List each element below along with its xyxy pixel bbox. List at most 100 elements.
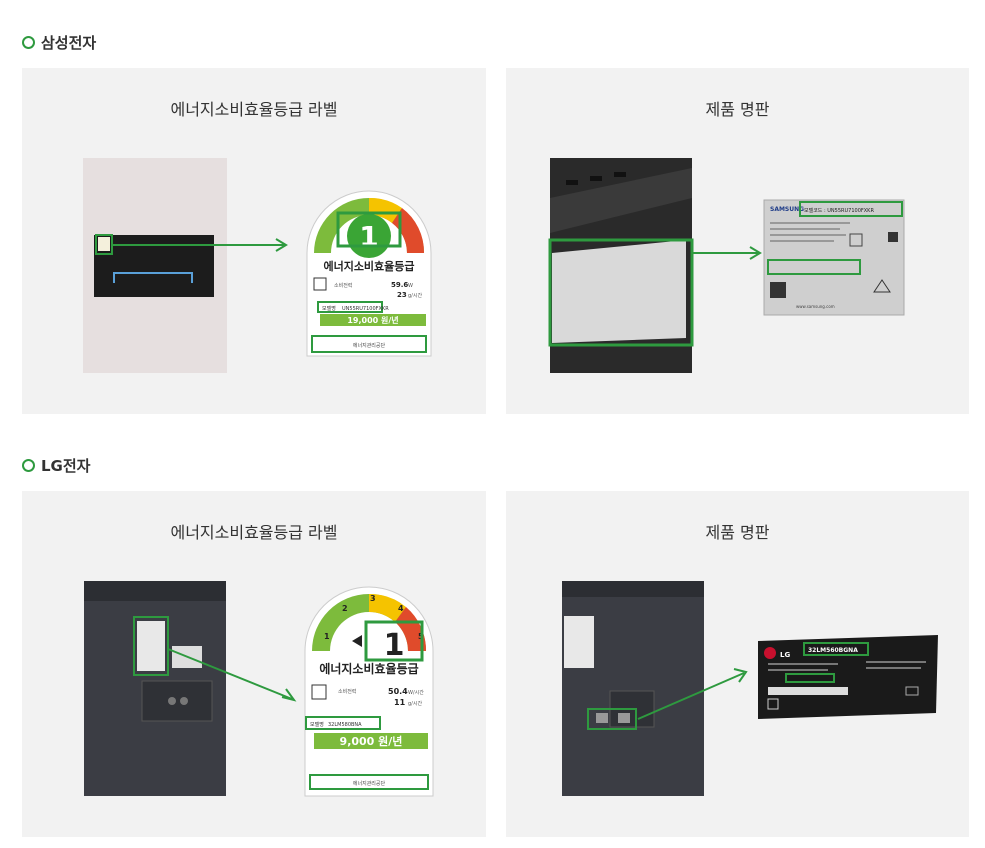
grade-value: 1 bbox=[359, 220, 378, 253]
model-value: 32LM580BNA bbox=[328, 722, 362, 728]
port-icon bbox=[168, 697, 176, 705]
label-sticker bbox=[564, 616, 594, 668]
port-icon bbox=[590, 176, 602, 181]
illustration-samsung-label: 1 에너지소비효율등급 소비전력 59.6 W 23 g/시간 모델명 UN55… bbox=[83, 158, 432, 373]
grade-num: 3 bbox=[370, 594, 376, 603]
plate-text-line bbox=[770, 234, 846, 236]
highlight-box bbox=[336, 211, 402, 248]
tv-edge bbox=[84, 581, 226, 601]
highlight-box bbox=[311, 335, 427, 353]
highlight-box bbox=[317, 301, 383, 313]
panel-title: 에너지소비효율등급 라벨 bbox=[170, 100, 338, 119]
label-footer: 에너지관리공단 bbox=[353, 342, 386, 349]
panel-product-plate-samsung: 제품 명판 SAMSUNG 모델코드 : UN55RU7100FXKR www.… bbox=[506, 68, 969, 414]
power-label: 소비전력 bbox=[334, 282, 352, 289]
tv-edge bbox=[562, 581, 704, 597]
highlight-box bbox=[305, 716, 381, 730]
port-icon bbox=[618, 713, 630, 723]
highlight-box bbox=[309, 774, 429, 790]
highlight-box bbox=[587, 708, 637, 730]
kc-mark-icon bbox=[311, 684, 327, 700]
grade-pointer-icon bbox=[352, 635, 362, 647]
arrow-head-icon bbox=[749, 246, 762, 260]
highlight-box bbox=[799, 201, 903, 217]
plate-text-line bbox=[770, 228, 840, 230]
power-value: 50.4 bbox=[388, 687, 408, 696]
arrow-head-icon bbox=[733, 668, 748, 683]
panel-energy-label-lg: 에너지소비효율등급 라벨 1 2 3 4 5 1 에너지소비효율등급 소비전력 … bbox=[22, 491, 486, 837]
grade-num: 2 bbox=[342, 604, 348, 613]
arrow-head-icon bbox=[275, 238, 288, 252]
panel-energy-label-samsung: 에너지소비효율등급 라벨 1 에너지소비효율등급 소비전력 59.6 W 23 … bbox=[22, 68, 486, 414]
grade-value: 1 bbox=[384, 628, 405, 663]
tv-ports-area bbox=[550, 168, 692, 233]
barcode-icon bbox=[770, 282, 786, 298]
plate-brand: SAMSUNG bbox=[770, 206, 804, 213]
illustration-samsung-plate: SAMSUNG 모델코드 : UN55RU7100FXKR www.samsun… bbox=[548, 158, 905, 373]
grade-num: 4 bbox=[398, 604, 404, 613]
port-icon bbox=[614, 172, 626, 177]
tv-stand bbox=[113, 272, 193, 283]
lg-logo-icon bbox=[764, 647, 776, 659]
arrow-line bbox=[167, 648, 293, 700]
label-sticker bbox=[98, 237, 110, 251]
label-footer: 에너지관리공단 bbox=[353, 780, 386, 787]
highlight-box bbox=[548, 238, 694, 347]
cost-bar bbox=[320, 314, 426, 326]
label-heading: 에너지소비효율등급 bbox=[319, 661, 418, 676]
qr-code-icon bbox=[888, 232, 898, 242]
grade-num: 1 bbox=[324, 632, 330, 641]
port-icon bbox=[180, 697, 188, 705]
panel-product-plate-lg: 제품 명판 LG 32LM560BGNA bbox=[506, 491, 969, 837]
illustration-lg-plate: LG 32LM560BGNA bbox=[562, 581, 938, 796]
model-label: 모델명 bbox=[322, 305, 336, 312]
tv-back-photo bbox=[562, 581, 704, 796]
highlight-box bbox=[767, 259, 861, 275]
kc-mark-icon bbox=[849, 233, 863, 247]
label-sticker bbox=[137, 621, 165, 671]
annual-cost: 19,000 원/년 bbox=[347, 315, 398, 325]
co2-value: 23 bbox=[397, 291, 407, 299]
warning-icon bbox=[873, 279, 891, 293]
highlight-box bbox=[785, 673, 835, 683]
section-title-samsung: 삼성전자 bbox=[22, 32, 96, 53]
co2-unit: g/시간 bbox=[408, 292, 422, 299]
symbol-icon bbox=[905, 686, 919, 696]
power-value: 59.6 bbox=[391, 281, 408, 289]
cost-bar bbox=[314, 733, 428, 749]
annual-cost: 9,000 원/년 bbox=[340, 734, 403, 748]
plate-text-line bbox=[866, 661, 926, 663]
port-icon bbox=[566, 180, 578, 185]
panel-title: 에너지소비효율등급 라벨 bbox=[170, 523, 338, 542]
plate-url: www.samsung.com bbox=[796, 304, 835, 309]
arrow-head-icon bbox=[281, 688, 297, 702]
section-title-text: 삼성전자 bbox=[41, 34, 97, 52]
plate-model: 모델코드 : UN55RU7100FXKR bbox=[804, 207, 874, 214]
illustration-lg-label: 1 2 3 4 5 1 에너지소비효율등급 소비전력 50.4 W/시간 11 … bbox=[84, 581, 434, 797]
panel-title: 제품 명판 bbox=[705, 523, 770, 542]
port-icon bbox=[596, 713, 608, 723]
highlight-box bbox=[803, 642, 869, 656]
section-title-text: LG전자 bbox=[41, 457, 91, 475]
energy-label-card bbox=[306, 190, 432, 357]
power-unit: W/시간 bbox=[408, 689, 424, 696]
plate-text-line bbox=[768, 663, 838, 665]
barcode-icon bbox=[768, 687, 848, 695]
kc-mark-icon bbox=[767, 698, 779, 710]
co2-value: 11 bbox=[394, 698, 406, 707]
product-plate bbox=[763, 199, 905, 316]
power-label: 소비전력 bbox=[338, 688, 356, 695]
power-unit: W bbox=[408, 283, 413, 289]
label-heading: 에너지소비효율등급 bbox=[323, 259, 414, 273]
plate-sticker bbox=[552, 240, 686, 343]
model-label: 모델명 bbox=[310, 721, 324, 728]
circle-bullet-icon bbox=[22, 459, 35, 472]
arrow-line bbox=[637, 672, 745, 720]
model-value: UN55RU7100FXKR bbox=[342, 306, 389, 312]
kc-mark-icon bbox=[313, 277, 327, 291]
plate-text-line bbox=[866, 667, 921, 669]
panel-title: 제품 명판 bbox=[705, 100, 770, 119]
port-panel bbox=[141, 680, 213, 722]
co2-unit: g/시간 bbox=[408, 700, 422, 707]
highlight-box bbox=[364, 620, 424, 662]
